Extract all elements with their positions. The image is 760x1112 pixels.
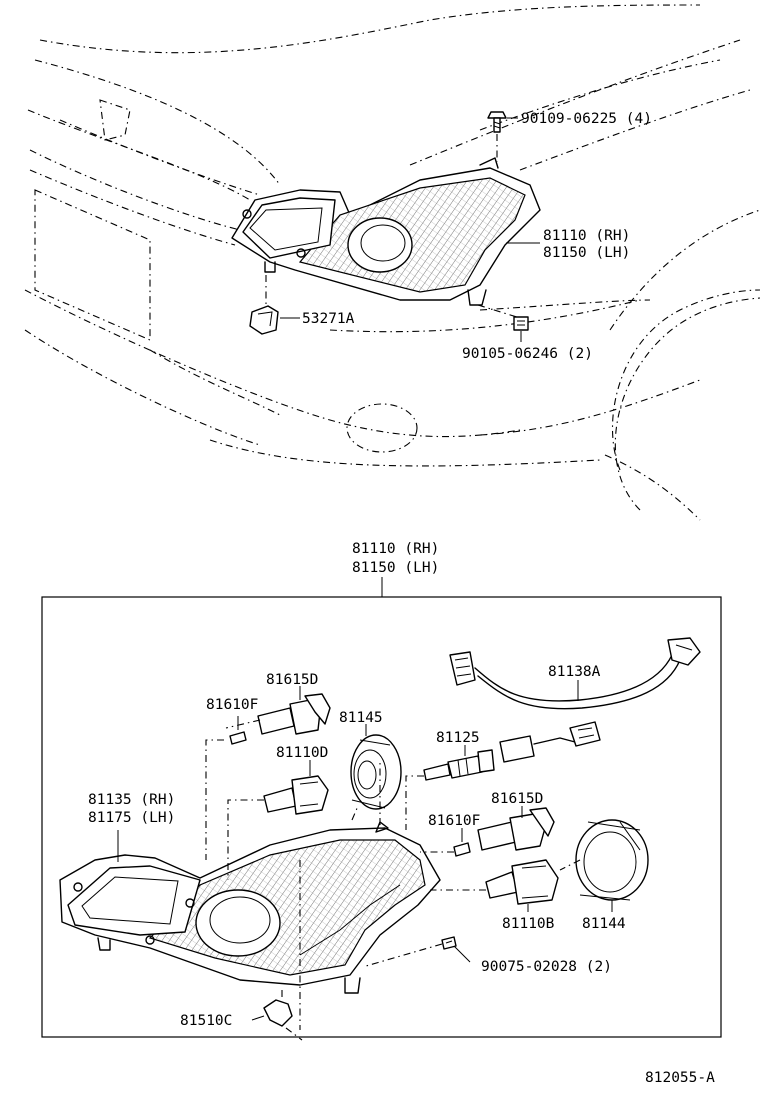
clip-label: 53271A: [302, 311, 355, 327]
socket-label: 81125: [436, 730, 480, 746]
assembly-frame: [41, 596, 722, 1038]
bulb-110b-label: 81110B: [502, 916, 555, 932]
bulb-510c-label: 81510C: [180, 1013, 232, 1029]
screw-label: 90075-02028 (2): [481, 959, 612, 975]
clip-icon: [249, 305, 279, 335]
headlamp-lh-label: 81150 (LH): [543, 245, 630, 261]
cover-81145-icon: [350, 734, 402, 810]
bulb-81615d-upper-icon: [257, 693, 331, 735]
cover-lower-label: 81144: [582, 916, 626, 932]
nut-label: 90105-06246 (2): [462, 346, 593, 362]
bulb-81610f-upper-icon: [229, 731, 247, 745]
bolt-label: 90109-06225 (4): [521, 111, 652, 127]
assembly-exploded-view: [59, 637, 701, 1041]
socket-81125-icon: [423, 749, 495, 781]
bulb-f-lower-label: 81610F: [428, 813, 480, 829]
wire-harness-icon: [449, 637, 701, 710]
assembly-lh-label: 81150 (LH): [352, 560, 439, 576]
bolt-icon: [487, 111, 507, 133]
bulb-d-upper-label: 81615D: [266, 672, 318, 688]
wire-label: 81138A: [548, 664, 601, 680]
screw-icon: [441, 936, 457, 950]
cover-upper-label: 81145: [339, 710, 383, 726]
bulb-d-lower-label: 81615D: [491, 791, 543, 807]
housing-lh-label: 81175 (LH): [88, 810, 175, 826]
bulb-81110b-icon: [485, 859, 559, 905]
diagram-code: 812055-A: [645, 1070, 715, 1086]
housing-rh-label: 81135 (RH): [88, 792, 175, 808]
headlamp-rh-label: 81110 (RH): [543, 228, 630, 244]
bulb-110d-label: 81110D: [276, 745, 328, 761]
assembly-rh-label: 81110 (RH): [352, 541, 439, 557]
cover-81144-icon: [575, 819, 649, 901]
bulb-81510c-icon: [263, 999, 293, 1027]
connector-icon: [499, 721, 601, 763]
bulb-81110d-icon: [263, 775, 329, 815]
bulb-f-upper-label: 81610F: [206, 697, 258, 713]
vehicle-front-view: [24, 4, 760, 521]
bulb-81615d-lower-icon: [477, 807, 555, 851]
nut-icon: [513, 316, 529, 331]
bulb-81610f-lower-icon: [453, 842, 471, 857]
